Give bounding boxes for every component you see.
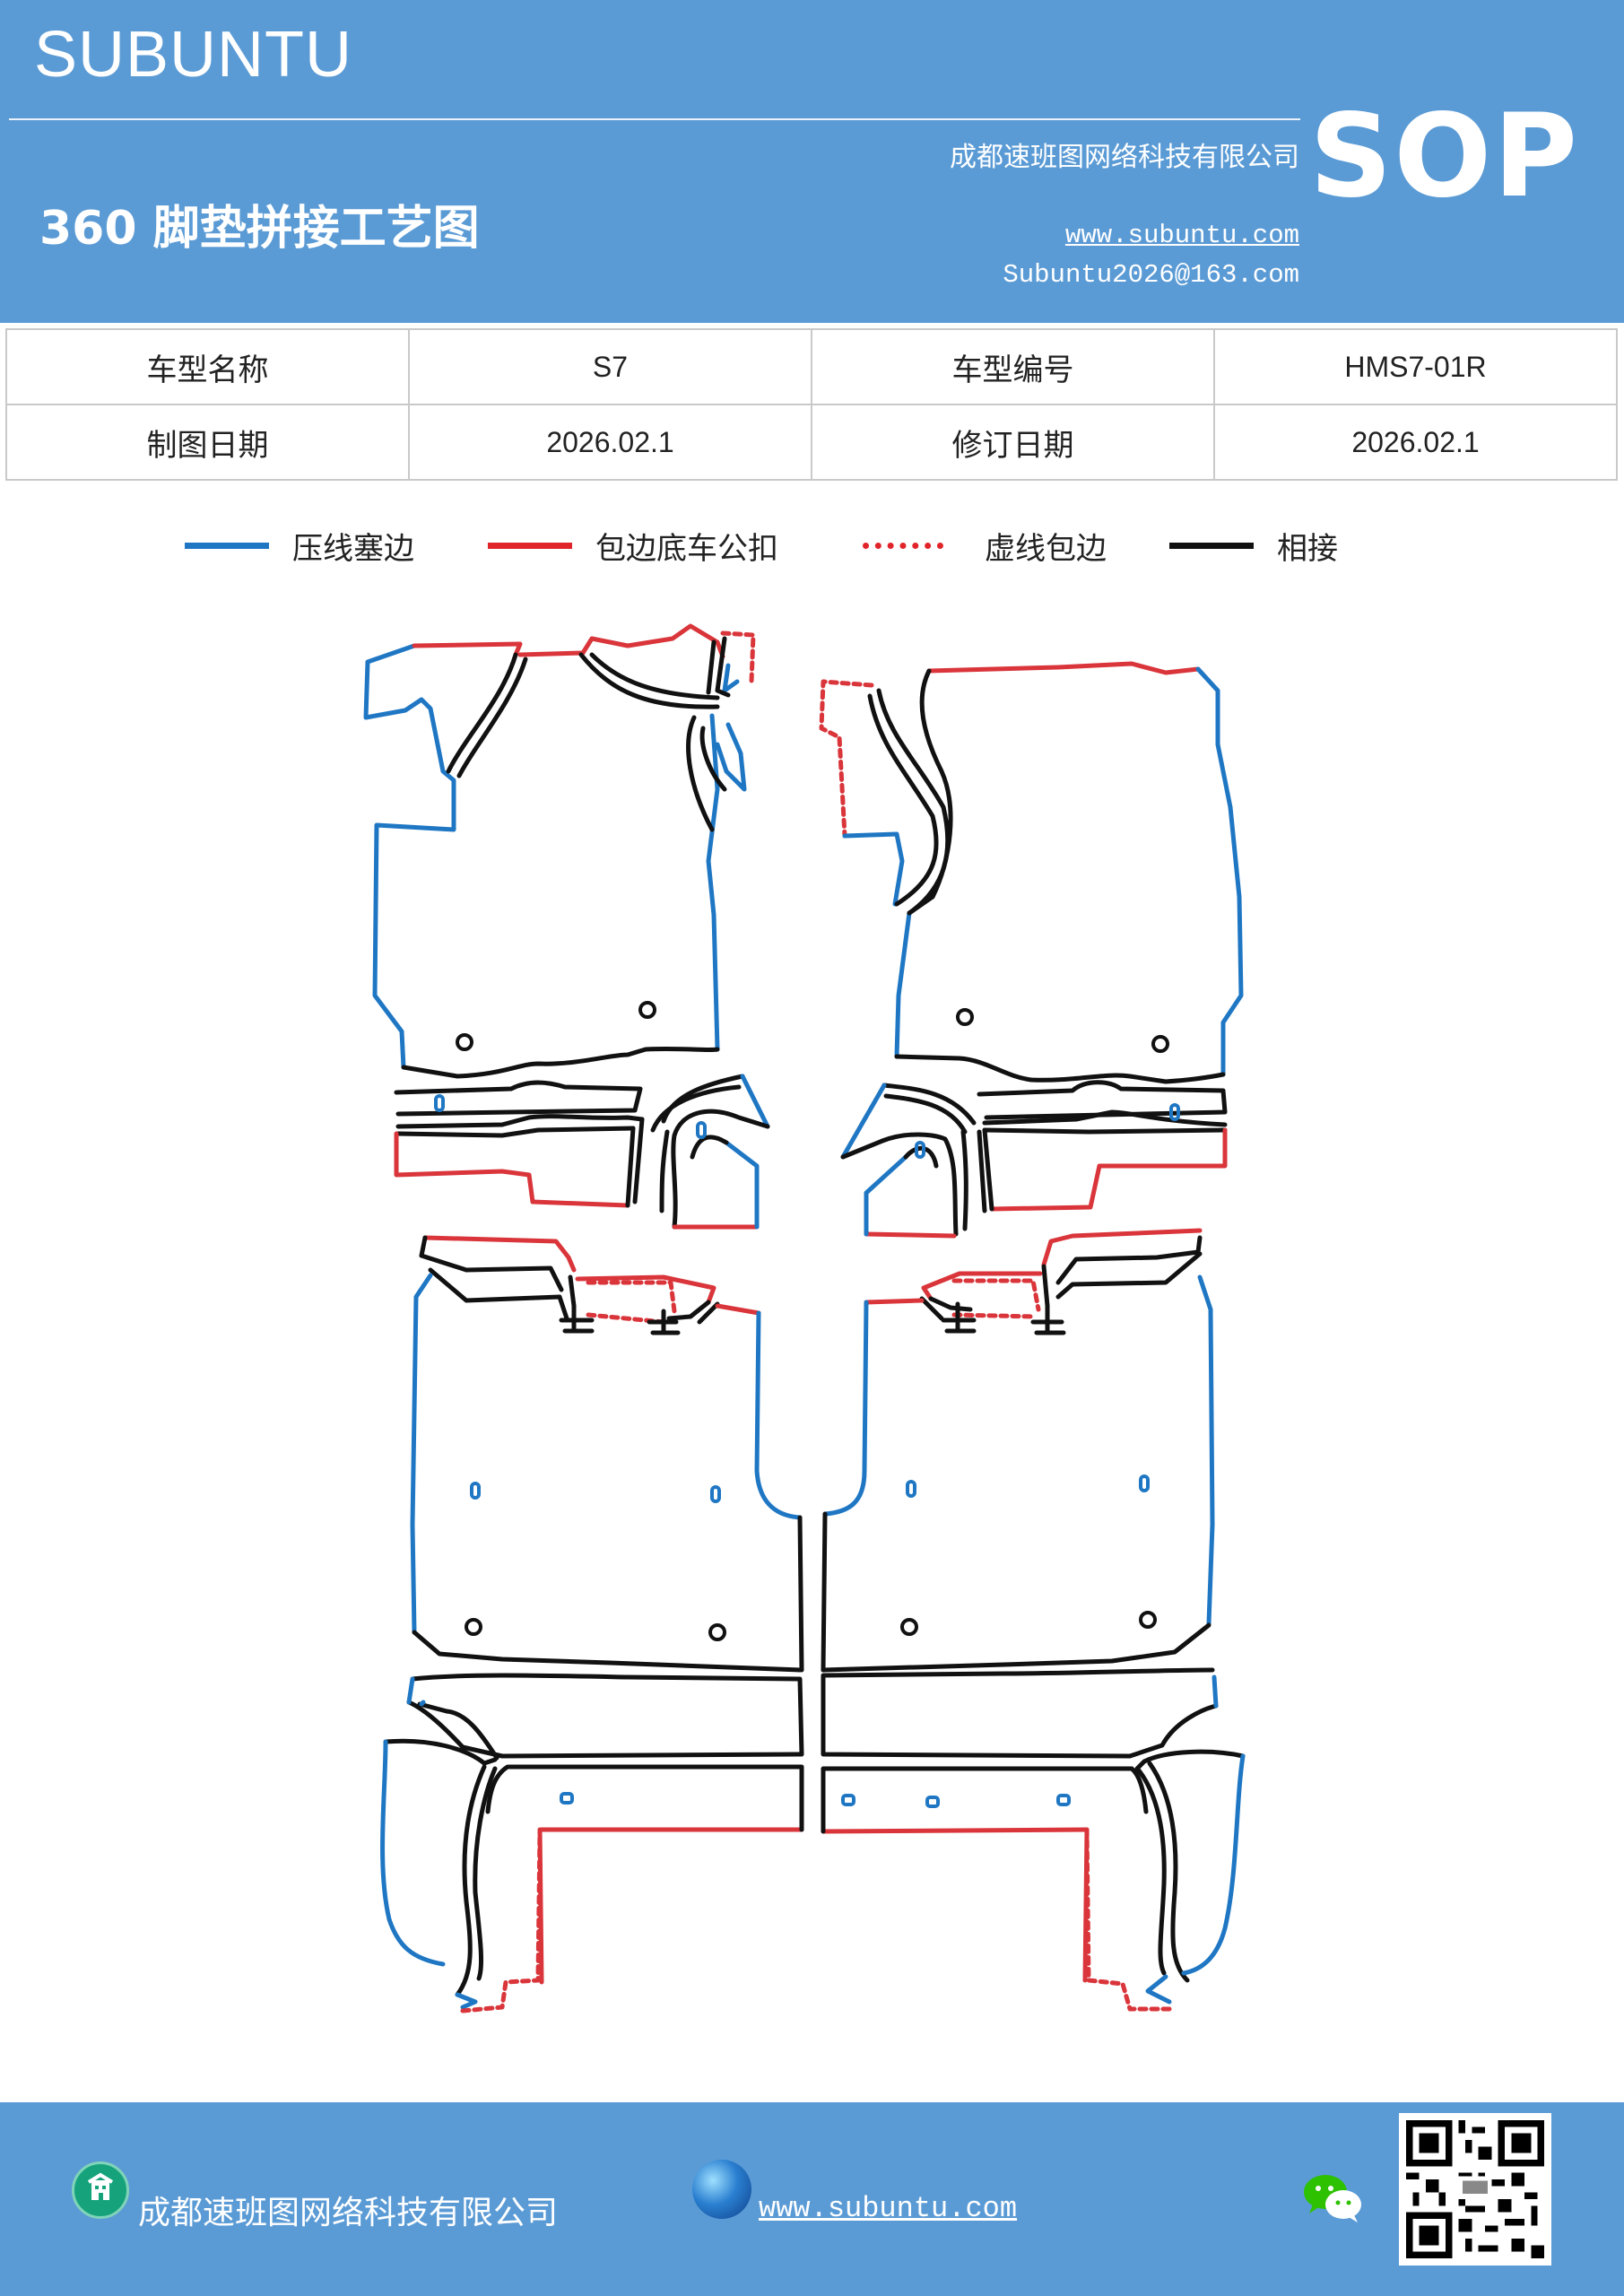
legend-swatch-blue (185, 542, 269, 549)
fixing-hole (900, 1618, 918, 1636)
revision-date-label: 修订日期 (811, 404, 1215, 481)
brand-logo-text: SUBUNTU (34, 19, 353, 91)
header: SUBUNTU 成都速班图网络科技有限公司 360 脚垫拼接工艺图 www.su… (0, 0, 1624, 323)
clip-slot (434, 1094, 445, 1112)
fixing-hole (956, 1008, 974, 1026)
footer-company-name: 成都速班图网络科技有限公司 (138, 2195, 559, 2231)
vehicle-info-table: 车型名称 S7 车型编号 HMS7-01R 制图日期 2026.02.1 修订日… (5, 328, 1618, 481)
fixing-hole (638, 1001, 656, 1019)
fixing-hole (465, 1618, 482, 1636)
legend-label: 压线塞边 (292, 530, 414, 567)
model-code-value: HMS7-01R (1213, 328, 1618, 405)
table-row: 车型名称 S7 车型编号 HMS7-01R (5, 328, 1618, 405)
rear-right-lower (821, 1667, 1246, 2012)
clip-slot (710, 1485, 721, 1503)
wechat-icon[interactable] (1302, 2170, 1365, 2224)
header-divider (9, 118, 1300, 120)
qr-code (1399, 2113, 1551, 2266)
model-code-label: 车型编号 (811, 328, 1215, 405)
clip-slot (696, 1121, 707, 1139)
table-row: 制图日期 2026.02.1 修订日期 2026.02.1 (5, 404, 1618, 481)
legend-item-edge-wrap: 包边底车公扣 (488, 520, 778, 570)
fixing-hole (708, 1623, 726, 1641)
website-link[interactable]: www.subuntu.com (1064, 221, 1299, 250)
rear-left-lower (380, 1673, 804, 2013)
legend-item-joint: 相接 (1169, 520, 1338, 570)
page-title: 360 脚垫拼接工艺图 (39, 202, 480, 256)
draw-date-label: 制图日期 (5, 404, 410, 481)
legend-swatch-red-dotted (863, 542, 943, 549)
clip-slot (841, 1794, 855, 1806)
front-right-mat (819, 661, 1244, 1084)
revision-date-value: 2026.02.1 (1213, 404, 1618, 481)
legend-swatch-black (1169, 542, 1254, 549)
clip-slot (470, 1482, 481, 1500)
front-right-strips (840, 1080, 1228, 1239)
fixing-hole (1151, 1035, 1169, 1053)
floor-mat-splice-diagram (363, 623, 1246, 2013)
clip-slot (1169, 1103, 1180, 1121)
email-address: Subuntu2026@163.com (1003, 260, 1299, 290)
rear-right-mat (821, 1228, 1215, 1673)
clip-slot (906, 1480, 916, 1498)
clip-slot (915, 1141, 925, 1159)
footer: 成都速班图网络科技有限公司 www.subuntu.com (0, 2102, 1624, 2296)
legend-item-dotted-wrap: 虚线包边 (863, 520, 1107, 570)
clip-slot (1139, 1474, 1150, 1492)
fixing-hole (456, 1033, 473, 1051)
legend-swatch-red (488, 542, 572, 549)
front-left-mat (363, 623, 756, 1079)
footer-website-link[interactable]: www.subuntu.com (759, 2192, 1018, 2225)
clip-slot (560, 1792, 574, 1805)
fixing-hole (1139, 1611, 1157, 1629)
rear-left-mat (410, 1235, 804, 1673)
legend-label: 虚线包边 (985, 530, 1107, 567)
legend-label: 包边底车公扣 (595, 530, 778, 567)
front-left-strips (394, 1074, 770, 1230)
clip-slot (925, 1796, 940, 1808)
sop-badge: SOP (1309, 90, 1579, 223)
legend-item-press-line: 压线塞边 (185, 520, 414, 570)
clip-slot (1056, 1794, 1071, 1806)
globe-icon (692, 2160, 751, 2219)
model-name-label: 车型名称 (5, 328, 410, 405)
legend-label: 相接 (1277, 530, 1338, 567)
company-name: 成都速班图网络科技有限公司 (950, 142, 1299, 173)
model-name-value: S7 (408, 328, 812, 405)
building-icon (72, 2161, 129, 2219)
draw-date-value: 2026.02.1 (408, 404, 812, 481)
